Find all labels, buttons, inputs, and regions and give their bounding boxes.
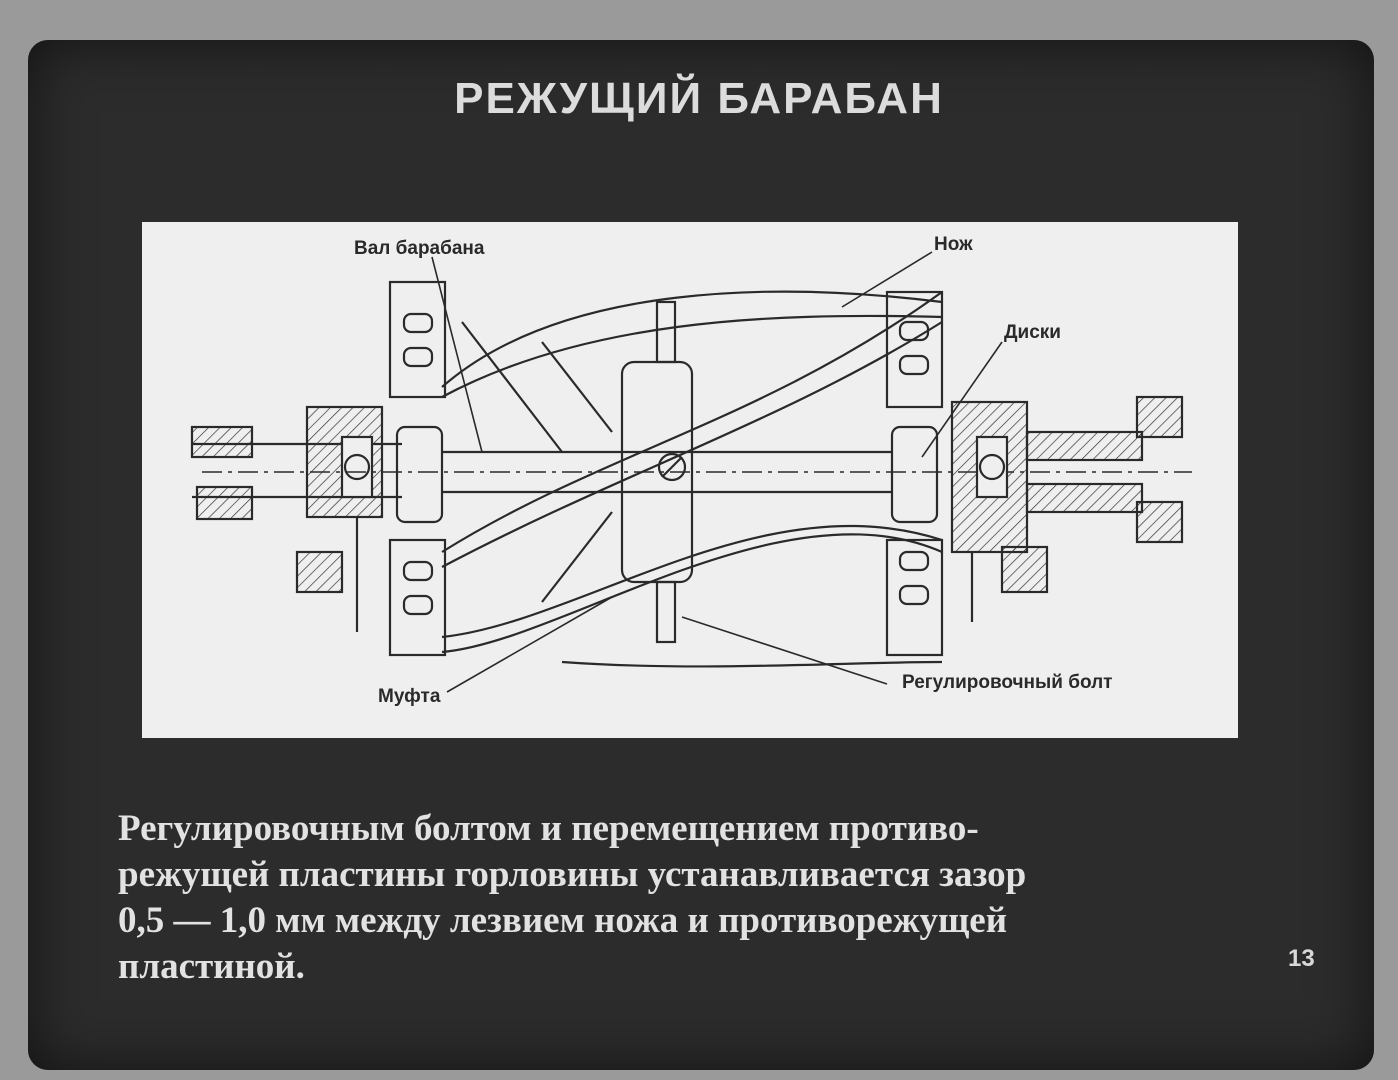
label-adjusting-bolt: Регулировочный болт [902, 672, 1113, 693]
label-knife: Нож [934, 234, 973, 255]
left-disc [388, 280, 447, 657]
caption-text: Регулировочным болтом и перемещением про… [118, 806, 1286, 990]
right-disc [885, 290, 944, 657]
right-shaft-end [950, 395, 1184, 622]
caption-line: режущей пластины горловины устанавливает… [118, 854, 1027, 895]
left-bearing-housing [295, 405, 384, 632]
caption-line: 0,5 — 1,0 мм между лезвием ножа и против… [118, 900, 1008, 941]
cutting-drum-drawing [190, 251, 1192, 693]
caption-line: пластиной. [118, 946, 305, 987]
label-coupling: Муфта [378, 686, 441, 707]
leader-lines [431, 251, 1003, 693]
caption-line: Регулировочным болтом и перемещением про… [118, 808, 979, 849]
slide-title: РЕЖУЩИЙ БАРАБАН [454, 74, 944, 123]
drum-shaft [202, 300, 1192, 644]
label-shaft: Вал барабана [354, 238, 485, 259]
helical-knives [441, 290, 943, 668]
page-number: 13 [1288, 945, 1315, 972]
diagram-panel: Вал барабана Нож Диски Муфта Регулировоч… [142, 222, 1238, 738]
label-discs: Диски [1004, 322, 1061, 343]
